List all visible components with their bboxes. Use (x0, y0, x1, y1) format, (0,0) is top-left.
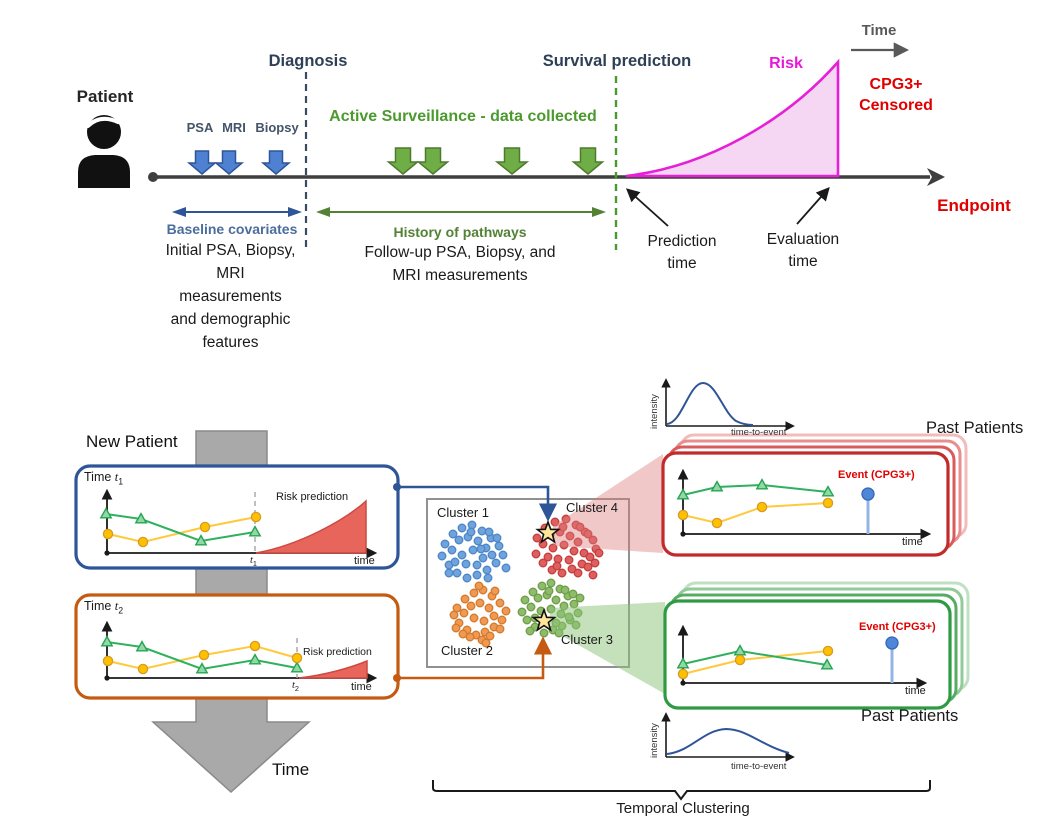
history-description: Follow-up PSA, Biopsy, and MRI measureme… (364, 244, 556, 284)
cluster3-zoom-wedge (550, 602, 665, 694)
psa-marker-label: PSA (186, 120, 214, 135)
risk-label: Risk (769, 55, 803, 72)
past-bottom-time-axis-label: time (905, 685, 926, 697)
cluster-4-label: Cluster 4 (566, 500, 619, 515)
censored-label: CPG3+ Censored (859, 76, 933, 114)
snapshot1-title: Time t1 (84, 470, 124, 487)
density-bottom-xlabel: time-to-event (731, 761, 787, 772)
density-plot-top (661, 378, 795, 431)
risk-curve (625, 58, 840, 178)
snapshot1-connector (393, 483, 558, 522)
snapshot1-risk-label: Risk prediction (276, 491, 349, 503)
biopsy-marker-label: Biopsy (255, 120, 299, 135)
density-plot-bottom (661, 712, 795, 762)
event-label-top: Event (CPG3+) (838, 469, 915, 481)
snapshot2-time-axis-label: time (351, 681, 372, 693)
temporal-clustering-label: Temporal Clustering (616, 800, 750, 817)
history-of-pathways-label: History of pathways (393, 224, 527, 240)
cluster-scatter (437, 514, 604, 648)
snapshot2-connector (393, 636, 553, 682)
cluster-2-dots (449, 581, 511, 648)
past-patients-red-stack (661, 433, 968, 557)
snapshot1-box (74, 464, 400, 570)
cluster-2-label: Cluster 2 (441, 643, 494, 658)
diagnosis-label: Diagnosis (268, 52, 348, 70)
patient-label: Patient (76, 87, 134, 106)
past-top-time-axis-label: time (902, 536, 923, 548)
temporal-clustering-brace (432, 780, 931, 801)
density-top-xlabel: time-to-event (731, 427, 787, 438)
cluster-4-dots (531, 514, 604, 580)
cluster4-zoom-wedge (553, 454, 663, 553)
density-top-ylabel: intensity (649, 394, 660, 429)
new-patient-star-1 (535, 519, 561, 544)
survival-prediction-label: Survival prediction (542, 52, 692, 70)
past-patients-green-stack (663, 581, 970, 710)
cluster-1-label: Cluster 1 (437, 505, 490, 520)
snapshot1-time-axis-label: time (354, 555, 375, 567)
active-surveillance-label: Active Surveillance - data collected (329, 108, 597, 125)
history-span-arrow (316, 207, 606, 217)
new-patient-label: New Patient (86, 432, 178, 451)
new-patient-star-2 (531, 607, 557, 632)
snapshot1-t-marker: t1 (250, 555, 258, 569)
prediction-time-label: Prediction time (647, 233, 717, 272)
snapshot2-title: Time t2 (84, 599, 124, 616)
snapshot2-risk-label: Risk prediction (303, 646, 372, 658)
event-label-bottom: Event (CPG3+) (859, 621, 936, 633)
baseline-description: Initial PSA, Biopsy, MRI measurements an… (165, 242, 296, 351)
baseline-covariates-label: Baseline covariates (166, 221, 298, 237)
baseline-measurement-arrows (186, 150, 292, 175)
endpoint-label: Endpoint (937, 196, 1011, 215)
cluster-1-dots (437, 520, 511, 583)
patient-icon (78, 115, 130, 188)
surveillance-measurement-arrows (386, 147, 605, 175)
baseline-span-arrow (172, 207, 302, 217)
cluster-3-label: Cluster 3 (561, 632, 614, 647)
snapshot2-t-marker: t2 (292, 680, 300, 694)
time-flow-label: Time (272, 760, 310, 779)
mri-marker-label: MRI (222, 120, 246, 135)
prediction-time-arrow (625, 188, 669, 227)
past-patients-bottom-label: Past Patients (861, 707, 959, 725)
past-patients-top-label: Past Patients (926, 419, 1024, 437)
evaluation-time-arrow (796, 186, 830, 225)
time-label-top: Time (861, 22, 897, 39)
evaluation-time-label: Evaluation time (766, 231, 840, 270)
density-bottom-ylabel: intensity (649, 723, 660, 758)
snapshot2-box (74, 593, 400, 700)
